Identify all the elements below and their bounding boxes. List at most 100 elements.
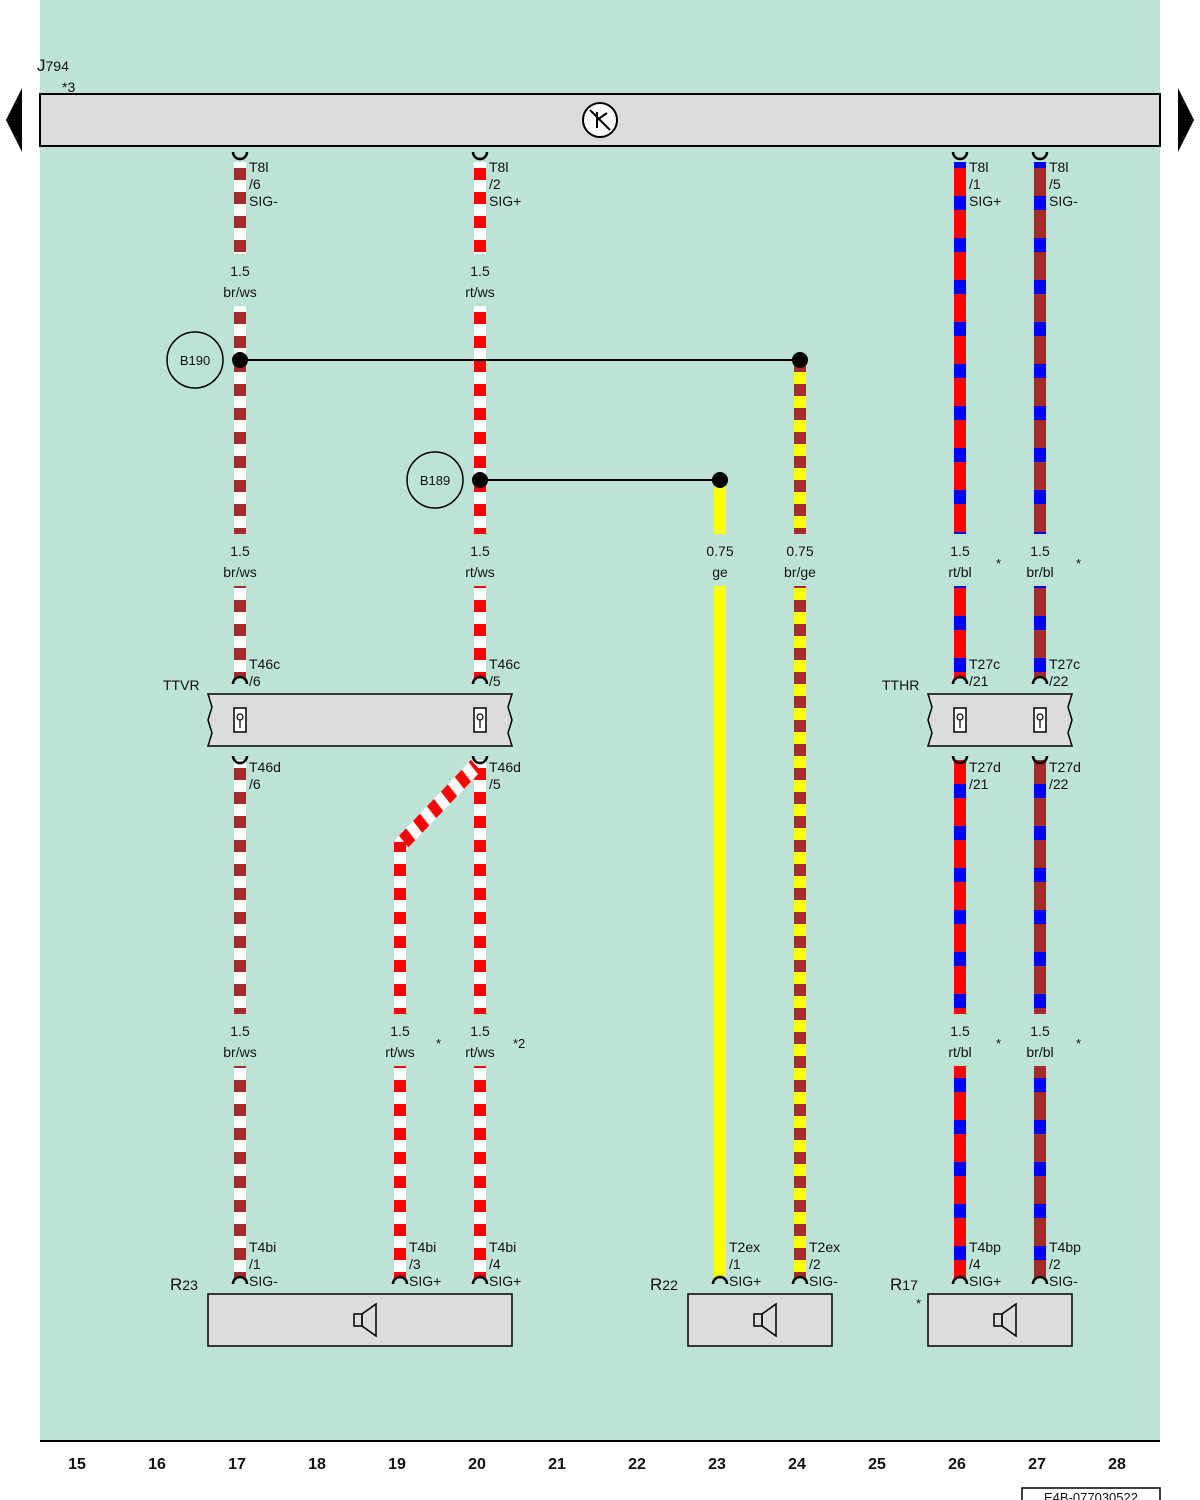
- wire-17-segment-5: [234, 1066, 246, 1278]
- svg-text:rt/ws: rt/ws: [465, 1044, 495, 1060]
- svg-text:1.5: 1.5: [230, 1023, 250, 1039]
- junction-circle-b190: [166, 331, 224, 389]
- wire-17-segment-3: [234, 586, 246, 678]
- connector-pin-icon: [1031, 151, 1049, 161]
- svg-text:1.5: 1.5: [950, 543, 970, 559]
- wire-spec-label: 1.5 rt/ws: [465, 263, 495, 300]
- wire-26-segment-4: [954, 1066, 966, 1278]
- svg-text:/2: /2: [489, 176, 501, 192]
- wire-20-segment-5: [474, 1066, 486, 1278]
- connector-pin-icon: [951, 151, 969, 161]
- connector-pin-icon: [231, 151, 249, 161]
- column-number: 21: [548, 1456, 566, 1473]
- speaker-label-r22: R22: [650, 1275, 678, 1294]
- connector-pin-icon: [791, 1275, 809, 1285]
- svg-text:SIG-: SIG-: [1049, 1273, 1078, 1289]
- wire-27-segment-3: [1034, 760, 1046, 1014]
- svg-text:/6: /6: [249, 176, 261, 192]
- svg-text:1.5: 1.5: [390, 1023, 410, 1039]
- connector-label-t4bi-3: T4bi /3 SIG+: [409, 1239, 441, 1289]
- connector-pin-icon: [471, 1275, 489, 1285]
- svg-text:br/ws: br/ws: [223, 1044, 256, 1060]
- svg-text:1.5: 1.5: [470, 1023, 490, 1039]
- wire-20-segment-3: [474, 586, 486, 678]
- svg-text:/5: /5: [489, 776, 501, 792]
- svg-text:1.5: 1.5: [1030, 543, 1050, 559]
- svg-text:SIG+: SIG+: [489, 193, 521, 209]
- svg-text:br/ge: br/ge: [784, 564, 816, 580]
- wire-20-segment-1: [474, 162, 486, 254]
- wire-spec-label: 1.5 rt/bl: [948, 1023, 971, 1060]
- speaker-note-r17: *: [916, 1296, 921, 1311]
- wire-spec-label: 1.5 br/ws: [223, 1023, 256, 1060]
- connector-label-t8l-5: T8l /5 SIG-: [1049, 159, 1078, 209]
- svg-text:SIG-: SIG-: [249, 193, 278, 209]
- wire-20-segment-4: [474, 760, 486, 1014]
- svg-text:1.5: 1.5: [1030, 1023, 1050, 1039]
- wire-27-segment-2: [1034, 586, 1046, 678]
- connector-label-t8l-1: T8l /1 SIG+: [969, 159, 1001, 209]
- wire-23-segment-2: [714, 586, 726, 1278]
- speaker-box-r23: [207, 1293, 513, 1347]
- connector-pin-icon: [471, 151, 489, 161]
- junction-dot: [712, 472, 728, 488]
- connector-pin-icon: [951, 1275, 969, 1285]
- speaker-icon: [993, 1302, 1017, 1338]
- svg-text:T46c: T46c: [249, 656, 280, 672]
- column-number: 20: [468, 1456, 486, 1473]
- svg-text:/5: /5: [1049, 176, 1061, 192]
- speaker-box-r22: [687, 1293, 833, 1347]
- svg-text:0.75: 0.75: [786, 543, 813, 559]
- svg-text:rt/bl: rt/bl: [948, 564, 971, 580]
- column-number: 17: [228, 1456, 246, 1473]
- wire-spec-label: 1.5 rt/ws: [385, 1023, 415, 1060]
- control-unit-name: J794: [37, 56, 69, 75]
- connector-label-t46d-6: T46d /6: [249, 759, 281, 792]
- wire-23-segment-1: [714, 482, 726, 534]
- connector-pin-icon: [391, 1275, 409, 1285]
- svg-text:/6: /6: [249, 776, 261, 792]
- svg-text:/21: /21: [969, 673, 989, 689]
- svg-text:/2: /2: [1049, 1256, 1061, 1272]
- svg-text:rt/ws: rt/ws: [465, 284, 495, 300]
- svg-text:T27d: T27d: [1049, 759, 1081, 775]
- svg-text:br/bl: br/bl: [1026, 564, 1053, 580]
- coupling-label-tthr: TTHR: [882, 677, 919, 693]
- svg-text:SIG+: SIG+: [969, 193, 1001, 209]
- connector-pin-icon: [951, 675, 969, 685]
- connector-label-t2ex-2: T2ex /2 SIG-: [809, 1239, 840, 1289]
- connector-pin-icon: [231, 1275, 249, 1285]
- svg-text:SIG-: SIG-: [1049, 193, 1078, 209]
- svg-text:1.5: 1.5: [230, 543, 250, 559]
- svg-text:T4bi: T4bi: [249, 1239, 276, 1255]
- wire-note: *: [436, 1036, 441, 1051]
- connector-label-t46c-5: T46c /5: [489, 656, 520, 689]
- previous-page-arrow-icon[interactable]: [6, 88, 22, 152]
- connector-label-t4bp-2: T4bp /2 SIG-: [1049, 1239, 1081, 1289]
- column-number: 22: [628, 1456, 646, 1473]
- next-page-arrow-icon[interactable]: [1178, 88, 1194, 152]
- speaker-label-r23: R23: [170, 1275, 198, 1294]
- svg-text:T27c: T27c: [969, 656, 1000, 672]
- wire-26-segment-1: [954, 162, 966, 534]
- connector-label-t27c-21: T27c /21: [969, 656, 1000, 689]
- column-number: 16: [148, 1456, 166, 1473]
- wire-26-segment-2: [954, 586, 966, 678]
- wire-spec-label: 1.5 br/ws: [223, 263, 256, 300]
- connector-pin-icon: [231, 755, 249, 765]
- svg-text:/22: /22: [1049, 776, 1069, 792]
- speaker-label-r17: R17: [890, 1275, 918, 1294]
- wire-note: *: [1076, 1036, 1081, 1051]
- wire-19-diagonal: [394, 760, 481, 852]
- svg-text:/22: /22: [1049, 673, 1069, 689]
- connector-label-t8l-2: T8l /2 SIG+: [489, 159, 521, 209]
- control-unit-note: *3: [62, 79, 75, 95]
- wire-note: *2: [513, 1036, 525, 1051]
- svg-text:/3: /3: [409, 1256, 421, 1272]
- svg-text:br/ws: br/ws: [223, 564, 256, 580]
- svg-text:T8l: T8l: [489, 159, 508, 175]
- svg-text:/6: /6: [249, 673, 261, 689]
- coupling-box-ttvr: [206, 693, 514, 747]
- connector-pin-icon: [471, 755, 489, 765]
- wire-17-segment-2: [234, 306, 246, 534]
